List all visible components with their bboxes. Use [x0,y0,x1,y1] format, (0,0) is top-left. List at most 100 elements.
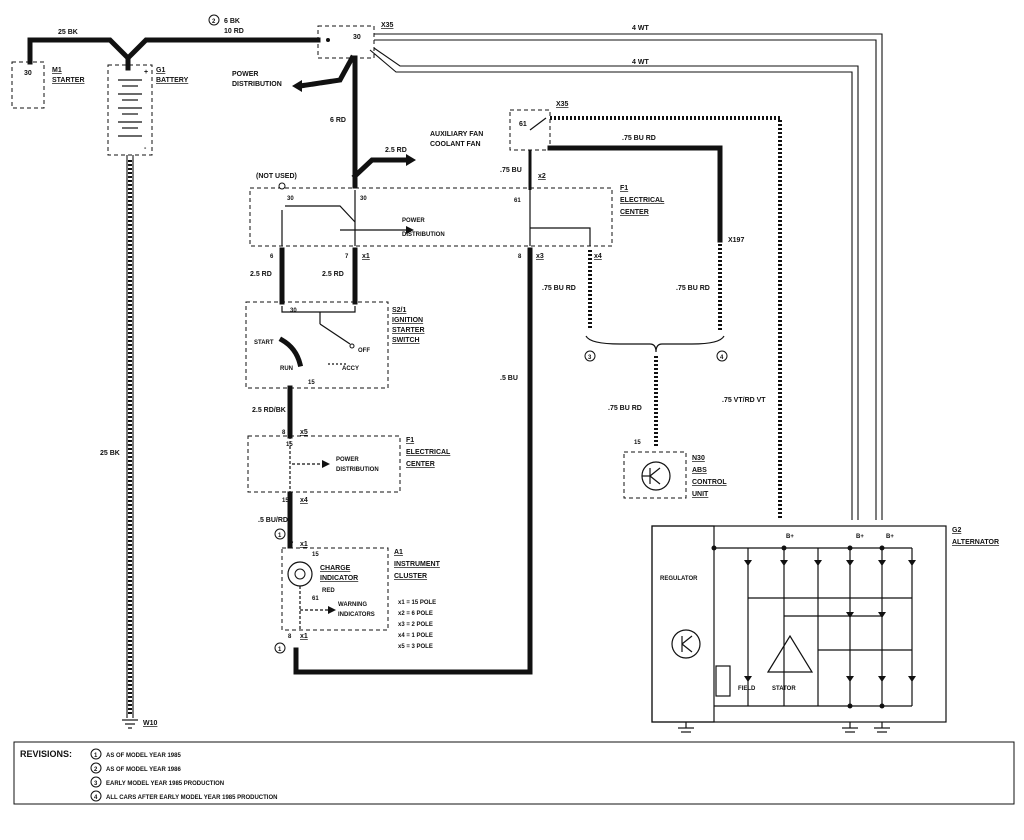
revision-0-num: 1 [94,753,98,759]
wire-4wt-1: 4 WT [632,25,649,32]
f1-mid-inner-2: DISTRIBUTION [336,467,379,473]
wire-6rd: 6 RD [330,117,346,124]
starter-ref: M1 [52,67,62,74]
power-distribution-top-2: DISTRIBUTION [232,81,282,88]
f1-mid-line1: ELECTRICAL [406,449,451,456]
wire-75vtrdvt: .75 VT/RD VT [722,397,766,404]
f1-mid-line2: CENTER [406,461,435,468]
cluster-charge2: INDICATOR [320,575,358,582]
pole-legend-2: x3 = 2 POLE [398,622,433,628]
f1-top-ref: F1 [620,185,628,192]
svg-text:30: 30 [360,196,367,202]
ign-accy: ACCY [342,366,359,372]
wire-5burd: .5 BU/RD [258,517,288,524]
alternator-name: ALTERNATOR [952,539,999,546]
pole-legend-0: x1 = 15 POLE [398,600,436,606]
f1-top-inner-2: DISTRIBUTION [402,232,445,238]
x35-top-pin: 30 [353,34,361,41]
x35-mid-pin: 61 [519,121,527,128]
cluster-ref: A1 [394,549,403,556]
abs-ref: N30 [692,455,705,462]
ign-line3: SWITCH [392,337,420,344]
conn-x4-f1: x4 [594,253,602,260]
ign-pin15: 15 [308,380,315,386]
f1-top-inner-1: POWER [402,218,425,224]
svg-text:7: 7 [290,542,294,548]
conn-x1-cluster: x1 [300,541,308,548]
battery-component: + - G1 BATTERY [107,64,189,156]
aux-fan-line1: AUXILIARY FAN [430,131,483,138]
revision-0-text: AS OF MODEL YEAR 1985 [106,753,181,759]
revisions-title: REVISIONS: [20,749,72,759]
starter-pin: 30 [24,70,32,77]
electrical-center-mid: 15 POWER DISTRIBUTION F1 ELECTRICAL CENT… [247,435,451,493]
bplus-3: B+ [886,534,894,540]
callout-1b: 1 [278,647,282,653]
callout-2: 2 [212,19,216,25]
bplus-1: B+ [786,534,794,540]
cluster-line1: INSTRUMENT [394,561,441,568]
x35-top-ref: X35 [381,22,394,29]
revision-2-num: 3 [94,781,98,787]
field-label: FIELD [738,686,756,692]
x35-top-connector: 30 X35 [317,22,394,59]
not-used-label: (NOT USED) [256,173,297,180]
wire-75burd-top: .75 BU RD [622,135,656,142]
svg-text:8: 8 [518,254,522,260]
revision-3-text: ALL CARS AFTER EARLY MODEL YEAR 1985 PRO… [106,795,277,801]
stator-label: STATOR [772,686,796,692]
revisions-panel: REVISIONS: 1 AS OF MODEL YEAR 1985 2 AS … [13,741,1015,805]
ign-ref: S2/1 [392,307,407,314]
wire-25rd-l: 2.5 RD [250,271,272,278]
ign-start: START [254,340,274,346]
f1-top-line1: ELECTRICAL [620,197,665,204]
wire-75burd-abs: .75 BU RD [608,405,642,412]
battery-name: BATTERY [156,77,189,84]
conn-x1-f1: x1 [362,253,370,260]
instrument-cluster: 7 x1 15 61 CHARGE INDICATOR RED WARNING … [281,541,441,631]
wire-25bk-top: 25 BK [58,29,78,36]
abs-line3: UNIT [692,491,709,498]
wire-10rd: 10 RD [224,28,244,35]
revision-1-text: AS OF MODEL YEAR 1986 [106,767,181,773]
starter-component: 30 M1 STARTER [11,61,85,109]
ign-line2: STARTER [392,327,425,334]
wire-25rd-r: 2.5 RD [322,271,344,278]
abs-control-unit: 15 N30 ABS CONTROL UNIT [623,440,727,499]
battery-plus: + [144,69,148,76]
svg-text:8: 8 [288,634,292,640]
wire-75burd-l: .75 BU RD [542,285,576,292]
aux-fan-line2: COOLANT FAN [430,141,481,148]
cluster-warn1: WARNING [338,602,367,608]
ground-label: W10 [143,720,158,727]
svg-text:30: 30 [287,196,294,202]
abs-line1: ABS [692,467,707,474]
regulator-label: REGULATOR [660,576,698,582]
wire-5bu: .5 BU [500,375,518,382]
conn-x2-top: x2 [538,173,546,180]
wire-25rdbk: 2.5 RD/BK [252,407,286,414]
connector-x197: X197 [728,237,744,244]
bplus-2: B+ [856,534,864,540]
x35-mid-connector: 61 X35 [509,101,569,151]
cluster-warn2: INDICATORS [338,612,375,618]
callout-4: 4 [720,355,724,361]
wire-6bk: 6 BK [224,18,240,25]
svg-text:15: 15 [282,498,289,504]
pole-legend-4: x5 = 3 POLE [398,644,433,650]
cluster-pin2: 61 [312,596,319,602]
svg-text:15: 15 [286,442,293,448]
f1-mid-inner-1: POWER [336,457,359,463]
ign-line1: IGNITION [392,317,423,324]
callout-3: 3 [588,355,592,361]
power-distribution-top-1: POWER [232,71,258,78]
ign-off: OFF [358,348,370,354]
conn-x3-f1: x3 [536,253,544,260]
revision-3-num: 4 [94,795,98,801]
revision-2-text: EARLY MODEL YEAR 1985 PRODUCTION [106,781,224,787]
svg-text:61: 61 [514,198,521,204]
electrical-center-top: (NOT USED) 30 30 61 POWER DISTRIBUTION F… [249,173,665,247]
conn-x1-cluster-bottom: x1 [300,633,308,640]
x35-mid-ref: X35 [556,101,569,108]
ign-pin30: 30 [290,308,297,314]
